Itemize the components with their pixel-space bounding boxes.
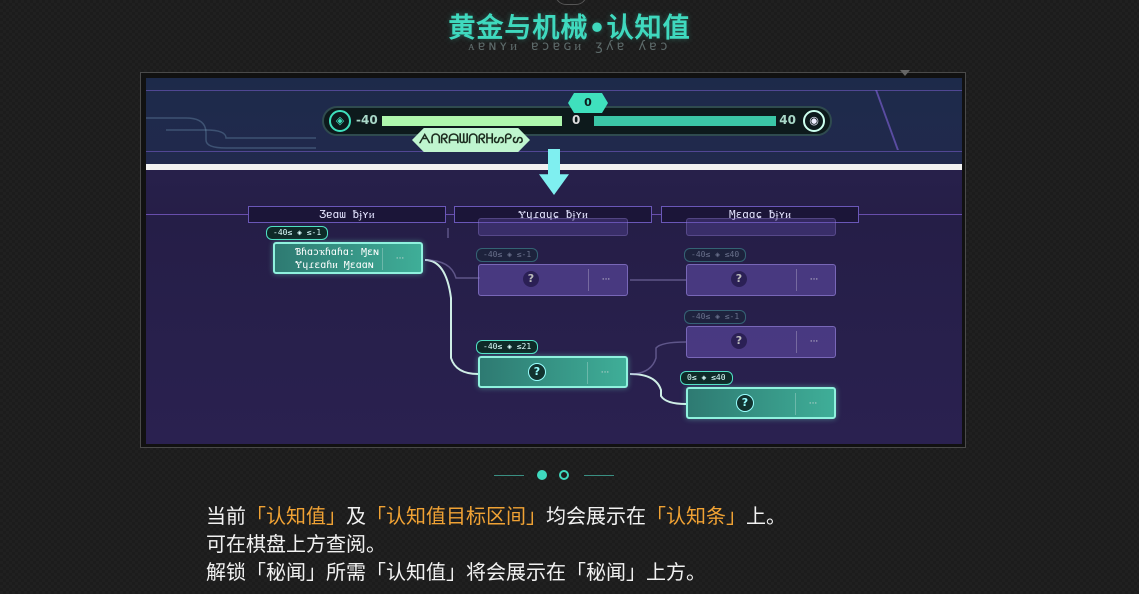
question-icon: ? <box>731 271 747 287</box>
column-header-2: Ɏɥɾɑɥɕ ƀɉʏᴎ <box>454 206 652 223</box>
node-locked-top-3[interactable] <box>686 218 836 236</box>
cognition-requirement-tag-faded: -40≤ ◈ ≤-1 <box>476 248 539 262</box>
gauge-fill-positive <box>594 116 776 126</box>
highlight-cognition-value: 「认知值」 <box>246 504 346 528</box>
gauge-mid-value: 0 <box>572 113 581 127</box>
node-active-2b[interactable]: ? ··· <box>478 356 628 388</box>
node-locked-2a[interactable]: ? ··· <box>478 264 628 296</box>
node-menu-icon: ··· <box>796 269 831 291</box>
cognition-gauge: ◈ -40 0 40 ◉ 0 <box>322 93 832 136</box>
description-line-1: 当前「认知值」及「认知值目标区间」均会展示在「认知条」上。 <box>206 504 786 528</box>
node-menu-icon: ··· <box>587 362 622 384</box>
cognition-requirement-tag-faded: -40≤ ◈ ≤-1 <box>684 310 747 324</box>
page-subtitle-glyphs: ᴀɐɴʏᴎ ɐɔɐɢᴎ ʒʎɐ ʎɐɔ <box>468 39 671 54</box>
pagination <box>0 470 1139 482</box>
question-icon: ? <box>731 333 747 349</box>
node-menu-icon: ··· <box>588 269 623 291</box>
pagination-line-left <box>494 475 524 476</box>
diamond-icon: ◈ <box>329 110 351 132</box>
cognition-requirement-tag: -40≤ ◈ ≤21 <box>476 340 539 354</box>
page-title: 黄金与机械•认知值 <box>448 13 691 44</box>
pagination-dot-2[interactable] <box>559 470 569 480</box>
node-locked-3a[interactable]: ? ··· <box>686 264 836 296</box>
node-menu-icon: ··· <box>795 393 830 415</box>
frame-corner-mark <box>900 70 910 76</box>
description: 当前「认知值」及「认知值目标区间」均会展示在「认知条」上。 可在棋盘上方查阅。 … <box>206 502 786 586</box>
eye-icon[interactable]: ◉ <box>803 110 825 132</box>
top-notch <box>555 0 587 5</box>
question-icon: ? <box>528 363 546 381</box>
node-menu-icon: ··· <box>382 248 417 270</box>
node-locked-3b[interactable]: ? ··· <box>686 326 836 358</box>
cognition-requirement-tag: -40≤ ◈ ≤-1 <box>266 226 329 240</box>
pagination-dot-1[interactable] <box>537 470 547 480</box>
start-node-line1: Ɓɦɑɔҡɦɑɦɑ: Ɱɛɴ <box>295 247 379 258</box>
column-header-3: Ɱɛɑɑɕ ƀɉʏᴎ <box>661 206 859 223</box>
highlight-target-range: 「认知值目标区间」 <box>366 504 546 528</box>
gauge-max-value: 40 <box>779 113 796 127</box>
column-header-1: Ʒɐɑɯ ƀɉʏᴎ <box>248 206 446 223</box>
question-icon: ? <box>736 394 754 412</box>
question-icon: ? <box>523 271 539 287</box>
start-node[interactable]: Ɓɦɑɔҡɦɑɦɑ: Ɱɛɴ Ɏɥɾɛɑɦᴎ Ɱɛɑɑɴ ··· <box>273 242 423 274</box>
description-line-3: 解锁「秘闻」所需「认知值」将会展示在「秘闻」上方。 <box>206 560 706 584</box>
highlight-cognition-bar: 「认知条」 <box>646 504 746 528</box>
cognition-requirement-tag-faded: -40≤ ◈ ≤40 <box>684 248 747 262</box>
gauge-fill-negative <box>382 116 562 126</box>
cognition-requirement-tag: 0≤ ◈ ≤40 <box>680 371 733 385</box>
node-active-3c[interactable]: ? ··· <box>686 387 836 419</box>
gauge-range-label: ᗅᑎᖇᗩᗯᑎᖇᕼᔕᑭᔕ <box>412 128 530 152</box>
gauge-min-value: -40 <box>356 113 378 127</box>
pagination-line-right <box>584 475 614 476</box>
game-scene: ◈ -40 0 40 ◉ 0 ᗅᑎᖇᗩᗯᑎᖇᕼᔕᑭᔕ Ʒɐɑɯ ƀɉʏᴎ Ɏɥɾ… <box>146 78 962 444</box>
node-locked-top-2[interactable] <box>478 218 628 236</box>
node-menu-icon: ··· <box>796 331 831 353</box>
description-line-2: 可在棋盘上方查阅。 <box>206 532 386 556</box>
circuit-lines <box>146 117 687 405</box>
start-node-line2: Ɏɥɾɛɑɦᴎ Ɱɛɑɑɴ <box>295 260 374 271</box>
gauge-current-marker: 0 <box>568 93 608 113</box>
